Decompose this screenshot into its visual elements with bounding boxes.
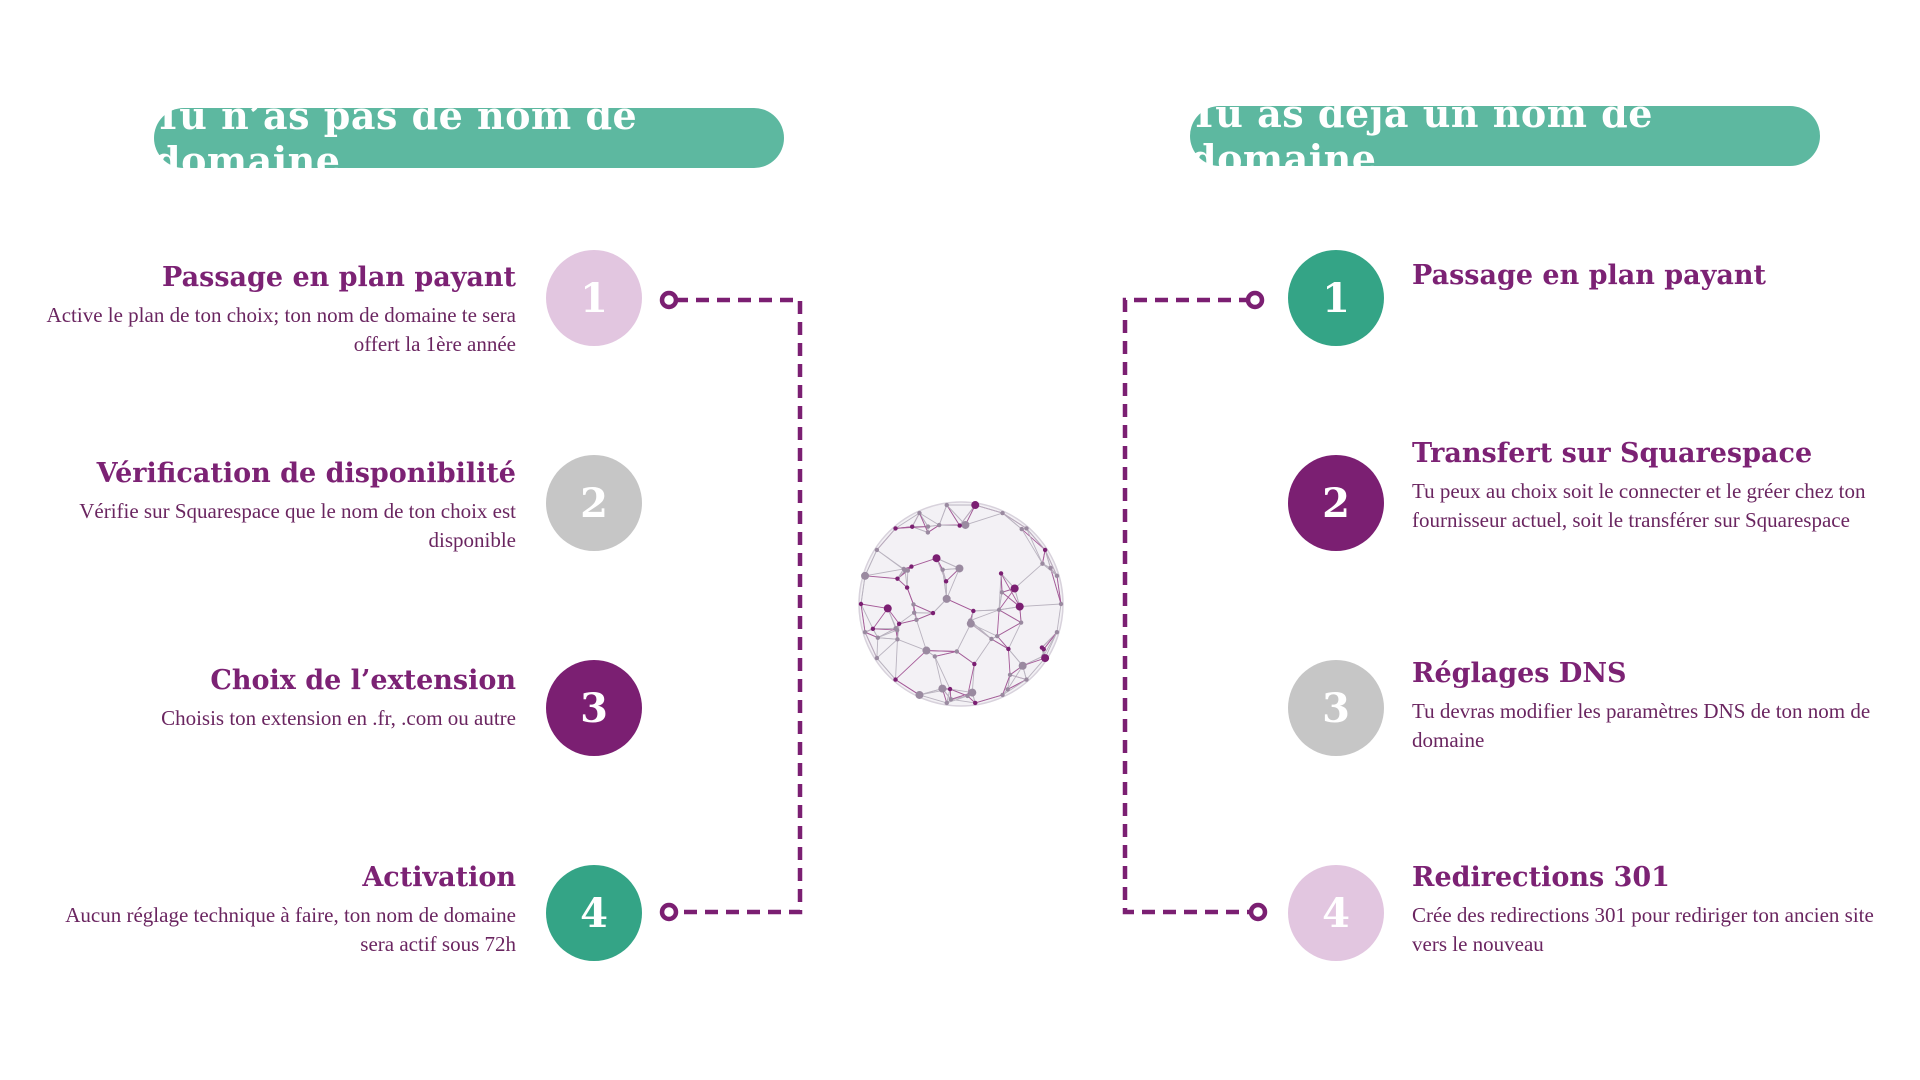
right-step-4-number: 4 [1288,865,1384,961]
right-step-2: Transfert sur Squarespace Tu peux au cho… [1412,438,1882,535]
right-step-4-description: Crée des redirections 301 pour rediriger… [1412,903,1874,956]
left-step-4-title: Activation [362,862,516,893]
right-step-2-title: Transfert sur Squarespace [1412,438,1813,469]
right-step-1: Passage en plan payant [1412,260,1882,299]
left-step-4: Activation Aucun réglage technique à fai… [46,862,516,959]
left-step-3: Choix de l’extension Choisis ton extensi… [46,665,516,733]
right-connector-end-dot [1248,902,1268,922]
left-step-3-description: Choisis ton extension en .fr, .com ou au… [161,706,516,730]
left-step-2-title: Vérification de disponibilité [96,458,516,489]
left-step-1-description: Active le plan de ton choix; ton nom de … [46,303,516,356]
right-step-3-description: Tu devras modifier les paramètres DNS de… [1412,699,1871,752]
right-connector [1122,297,1252,915]
right-step-2-number: 2 [1288,455,1384,551]
left-step-2: Vérification de disponibilité Vérifie su… [46,458,516,555]
left-step-1-title: Passage en plan payant [162,262,516,293]
left-step-3-number: 3 [546,660,642,756]
left-step-3-title: Choix de l’extension [210,665,516,696]
left-step-1: Passage en plan payant Active le plan de… [46,262,516,359]
right-step-4: Redirections 301 Crée des redirections 3… [1412,862,1882,959]
right-step-3-title: Réglages DNS [1412,658,1627,689]
right-connector-start-dot [1245,290,1265,310]
right-step-4-title: Redirections 301 [1412,862,1670,893]
right-step-3: Réglages DNS Tu devras modifier les para… [1412,658,1882,755]
left-step-4-description: Aucun réglage technique à faire, ton nom… [65,903,516,956]
heading-has-domain: Tu as déjà un nom de domaine [1190,91,1820,181]
left-step-4-number: 4 [546,865,642,961]
right-step-1-title: Passage en plan payant [1412,260,1766,291]
right-step-1-number: 1 [1288,250,1384,346]
left-connector [675,297,803,915]
left-step-2-description: Vérifie sur Squarespace que le nom de to… [79,499,516,552]
right-step-3-number: 3 [1288,660,1384,756]
left-step-2-number: 2 [546,455,642,551]
left-connector-start-dot [659,290,679,310]
left-step-1-number: 1 [546,250,642,346]
left-connector-end-dot [659,902,679,922]
right-step-2-description: Tu peux au choix soit le connecter et le… [1412,479,1866,532]
